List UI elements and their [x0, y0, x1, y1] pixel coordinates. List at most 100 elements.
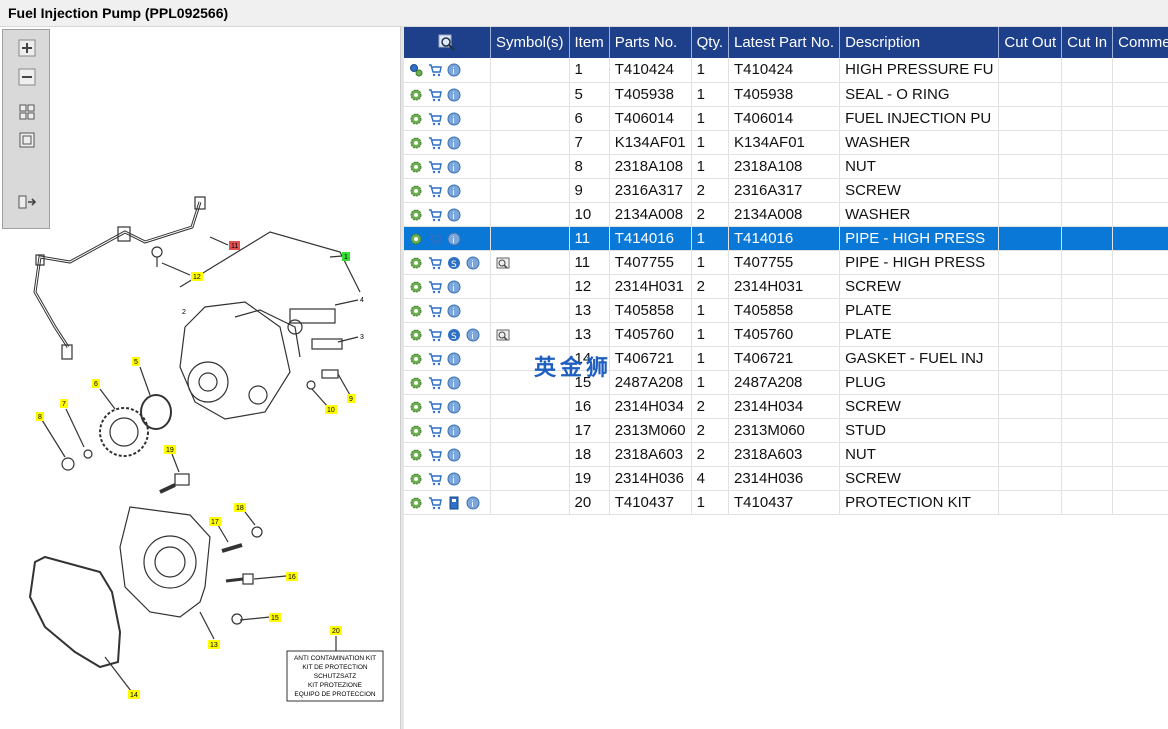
- info-icon[interactable]: i: [447, 472, 461, 486]
- info-icon[interactable]: i: [447, 208, 461, 222]
- col-header-item[interactable]: Item: [569, 27, 610, 58]
- gear-icon[interactable]: [409, 400, 423, 414]
- zoom-in-icon[interactable]: [17, 38, 37, 58]
- cart-icon[interactable]: [428, 232, 442, 246]
- col-header-symbols[interactable]: Symbol(s): [490, 27, 570, 58]
- info-icon[interactable]: i: [447, 184, 461, 198]
- info-icon[interactable]: i: [447, 112, 461, 126]
- cart-icon[interactable]: [428, 352, 442, 366]
- search-icon[interactable]: [438, 34, 456, 52]
- supersession-icon[interactable]: S: [447, 328, 461, 342]
- col-header-description[interactable]: Description: [839, 27, 1000, 58]
- gear-icon[interactable]: [409, 352, 423, 366]
- exploded-diagram[interactable]: 11 1 12 2 4 3 5 6 7 8 9 10 19 18 17: [0, 27, 400, 729]
- view-diagram-icon[interactable]: [496, 256, 510, 270]
- gear-icon[interactable]: [409, 328, 423, 342]
- gear-icon[interactable]: [409, 136, 423, 150]
- cart-icon[interactable]: [428, 304, 442, 318]
- info-icon[interactable]: i: [447, 280, 461, 294]
- info-icon[interactable]: i: [447, 160, 461, 174]
- info-icon[interactable]: i: [466, 256, 480, 270]
- col-header-cut-out[interactable]: Cut Out: [998, 27, 1063, 58]
- col-header-comment[interactable]: Comment: [1112, 27, 1168, 58]
- gear-icon[interactable]: [409, 280, 423, 294]
- info-icon[interactable]: i: [447, 88, 461, 102]
- col-header-search[interactable]: [404, 27, 491, 58]
- gear-icon[interactable]: [409, 160, 423, 174]
- gear-icon[interactable]: [409, 256, 423, 270]
- col-header-latest-part-no[interactable]: Latest Part No.: [728, 27, 841, 58]
- cart-icon[interactable]: [428, 328, 442, 342]
- cart-icon[interactable]: [428, 112, 442, 126]
- cart-icon[interactable]: [428, 424, 442, 438]
- pane-splitter[interactable]: [400, 27, 404, 729]
- info-icon[interactable]: i: [447, 400, 461, 414]
- gear-icon[interactable]: [409, 304, 423, 318]
- gear-icon[interactable]: [409, 208, 423, 222]
- info-icon[interactable]: i: [447, 448, 461, 462]
- cart-icon[interactable]: [428, 376, 442, 390]
- gear-icon[interactable]: [409, 112, 423, 126]
- info-icon[interactable]: i: [447, 63, 461, 77]
- col-header-parts-no[interactable]: Parts No.: [609, 27, 692, 58]
- view-diagram-icon[interactable]: [496, 328, 510, 342]
- supersession-icon[interactable]: S: [447, 256, 461, 270]
- fit-window-icon[interactable]: [17, 130, 37, 150]
- info-icon[interactable]: i: [447, 352, 461, 366]
- info-icon[interactable]: i: [447, 424, 461, 438]
- col-header-cut-in[interactable]: Cut In: [1061, 27, 1114, 58]
- cart-icon[interactable]: [428, 184, 442, 198]
- cart-icon[interactable]: [428, 208, 442, 222]
- gear-icon[interactable]: [409, 232, 423, 246]
- info-icon[interactable]: i: [447, 232, 461, 246]
- cart-icon[interactable]: [428, 256, 442, 270]
- cart-icon[interactable]: [428, 496, 442, 510]
- cart-icon[interactable]: [428, 160, 442, 174]
- cart-icon[interactable]: [428, 88, 442, 102]
- info-icon[interactable]: i: [447, 304, 461, 318]
- cart-icon[interactable]: [428, 448, 442, 462]
- fit-all-icon[interactable]: [17, 102, 37, 122]
- col-header-qty[interactable]: Qty.: [691, 27, 730, 58]
- gear-icon[interactable]: [409, 448, 423, 462]
- cart-icon[interactable]: [428, 136, 442, 150]
- info-icon[interactable]: i: [447, 376, 461, 390]
- cart-icon[interactable]: [428, 63, 442, 77]
- gear-icon[interactable]: [409, 184, 423, 198]
- gear-icon[interactable]: [409, 424, 423, 438]
- book-icon[interactable]: [447, 496, 461, 510]
- cell-comment: [1112, 130, 1168, 155]
- gear-icon[interactable]: [409, 496, 423, 510]
- gear-icon[interactable]: [409, 472, 423, 486]
- cart-icon[interactable]: [428, 472, 442, 486]
- zoom-out-icon[interactable]: [17, 67, 37, 87]
- gear-icon[interactable]: [409, 376, 423, 390]
- gear-icon[interactable]: [409, 88, 423, 102]
- info-icon[interactable]: i: [466, 328, 480, 342]
- cart-icon[interactable]: [428, 400, 442, 414]
- export-icon[interactable]: [17, 192, 37, 212]
- cart-icon[interactable]: [428, 280, 442, 294]
- info-icon[interactable]: i: [447, 136, 461, 150]
- info-icon[interactable]: i: [466, 496, 480, 510]
- assembly-gears-icon[interactable]: [409, 63, 423, 77]
